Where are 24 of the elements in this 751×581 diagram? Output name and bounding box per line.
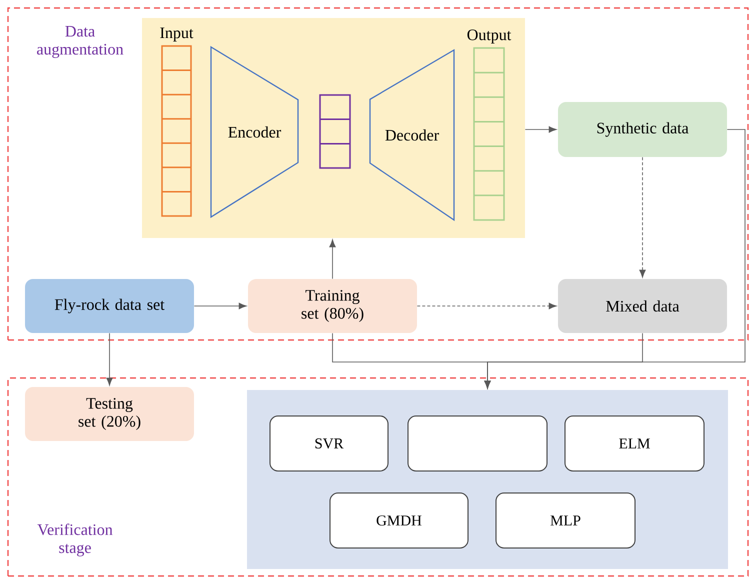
arrow [194,302,247,310]
process-box: Synthetic data [558,102,727,157]
vector-label: Output [467,29,512,44]
vector-label: Input [160,28,194,42]
model-box: MLP [496,492,636,548]
vector-column [319,94,351,169]
model-box: SVR [270,416,388,472]
model-box [408,416,548,472]
process-box: Fly-rock data set [25,279,194,333]
process-box: Testing set (20%) [25,387,194,441]
section-label: Data augmentation [37,26,124,58]
arrow [639,156,646,278]
section-label: Verification stage [37,524,113,556]
model-box: ELM [564,416,704,472]
arrow [524,126,557,133]
arrow [484,129,746,389]
panel-background [142,18,525,238]
decoder-trapezoid: Decoder [369,48,455,222]
process-box: Training set (80%) [248,279,417,333]
arrow [416,302,557,310]
model-box: GMDH [330,492,468,548]
process-box: Mixed data [558,279,727,333]
arrow [106,332,113,386]
arrow [329,239,336,280]
